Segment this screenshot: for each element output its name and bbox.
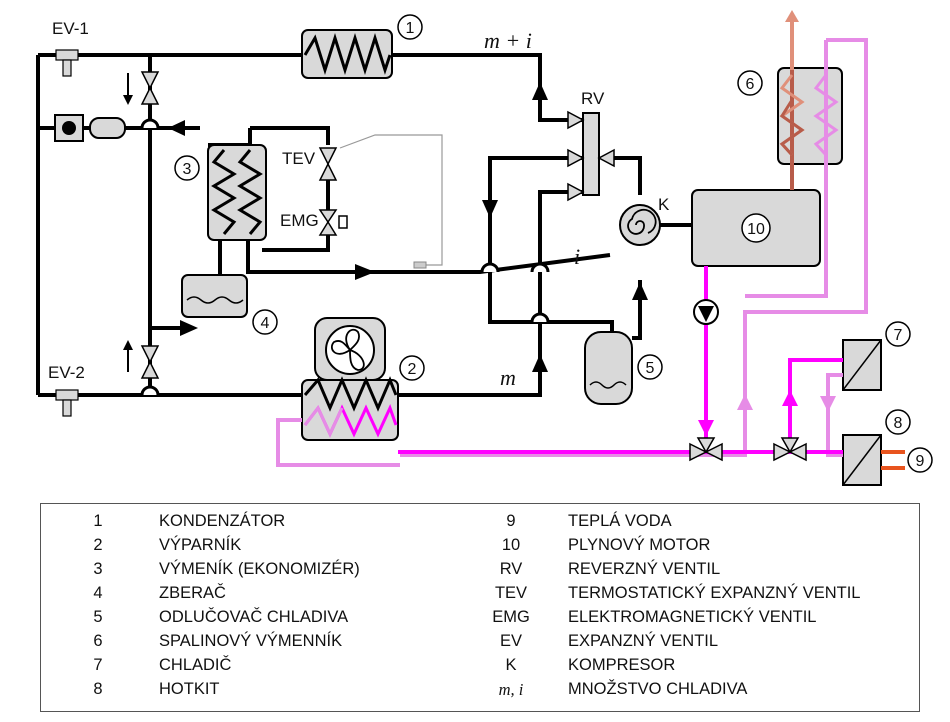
callout-1: 1 bbox=[397, 14, 423, 40]
svg-text:6: 6 bbox=[746, 76, 755, 93]
callout-5: 5 bbox=[637, 354, 663, 380]
refrigeration-circuit-diagram: EV-1 EV-2 RV TEV EMG K m + i i m 1 2 3 4… bbox=[36, 10, 933, 486]
callout-6: 6 bbox=[737, 70, 763, 96]
svg-text:8: 8 bbox=[894, 415, 903, 432]
label-rv: RV bbox=[581, 89, 605, 108]
label-ev1: EV-1 bbox=[52, 19, 89, 38]
receiver bbox=[181, 274, 248, 318]
label-flow-i: i bbox=[574, 244, 580, 269]
rv-port-arrows bbox=[567, 110, 615, 202]
sight-glass-icon bbox=[54, 114, 126, 142]
label-flow-m-plus-i: m + i bbox=[484, 28, 532, 53]
callout-8: 8 bbox=[885, 409, 911, 435]
callout-7: 7 bbox=[885, 321, 911, 347]
tev-sensing-line bbox=[339, 134, 443, 266]
pipe-crossings bbox=[140, 118, 550, 396]
fan-blades-icon bbox=[330, 328, 365, 371]
svg-text:3: 3 bbox=[183, 161, 192, 178]
svg-text:10: 10 bbox=[747, 221, 765, 238]
callout-2: 2 bbox=[399, 355, 425, 381]
svg-text:2: 2 bbox=[408, 361, 417, 378]
callout-10: 10 bbox=[741, 213, 771, 243]
hot-water-connection bbox=[881, 450, 905, 470]
flow-arrows bbox=[123, 73, 648, 372]
refrigerant-separator bbox=[584, 331, 633, 405]
compressor bbox=[619, 204, 661, 246]
svg-text:4: 4 bbox=[261, 315, 270, 332]
ev-valve-icons bbox=[55, 49, 79, 417]
expansion-valve-icon bbox=[140, 71, 348, 379]
svg-text:1: 1 bbox=[406, 20, 415, 37]
label-flow-m: m bbox=[500, 365, 516, 390]
water-flow-arrows bbox=[698, 390, 836, 436]
callout-4: 4 bbox=[252, 309, 278, 335]
callout-3: 3 bbox=[174, 155, 200, 181]
label-tev: TEV bbox=[282, 149, 316, 168]
label-emg: EMG bbox=[280, 211, 319, 230]
three-way-valves bbox=[689, 437, 807, 462]
refrigerant-piping bbox=[36, 53, 692, 397]
reversing-valve bbox=[582, 112, 600, 196]
svg-text:9: 9 bbox=[916, 453, 925, 470]
label-k: K bbox=[658, 195, 670, 214]
svg-text:5: 5 bbox=[646, 360, 655, 377]
callout-9: 9 bbox=[907, 447, 933, 473]
label-ev2: EV-2 bbox=[48, 363, 85, 382]
svg-text:7: 7 bbox=[894, 327, 903, 344]
